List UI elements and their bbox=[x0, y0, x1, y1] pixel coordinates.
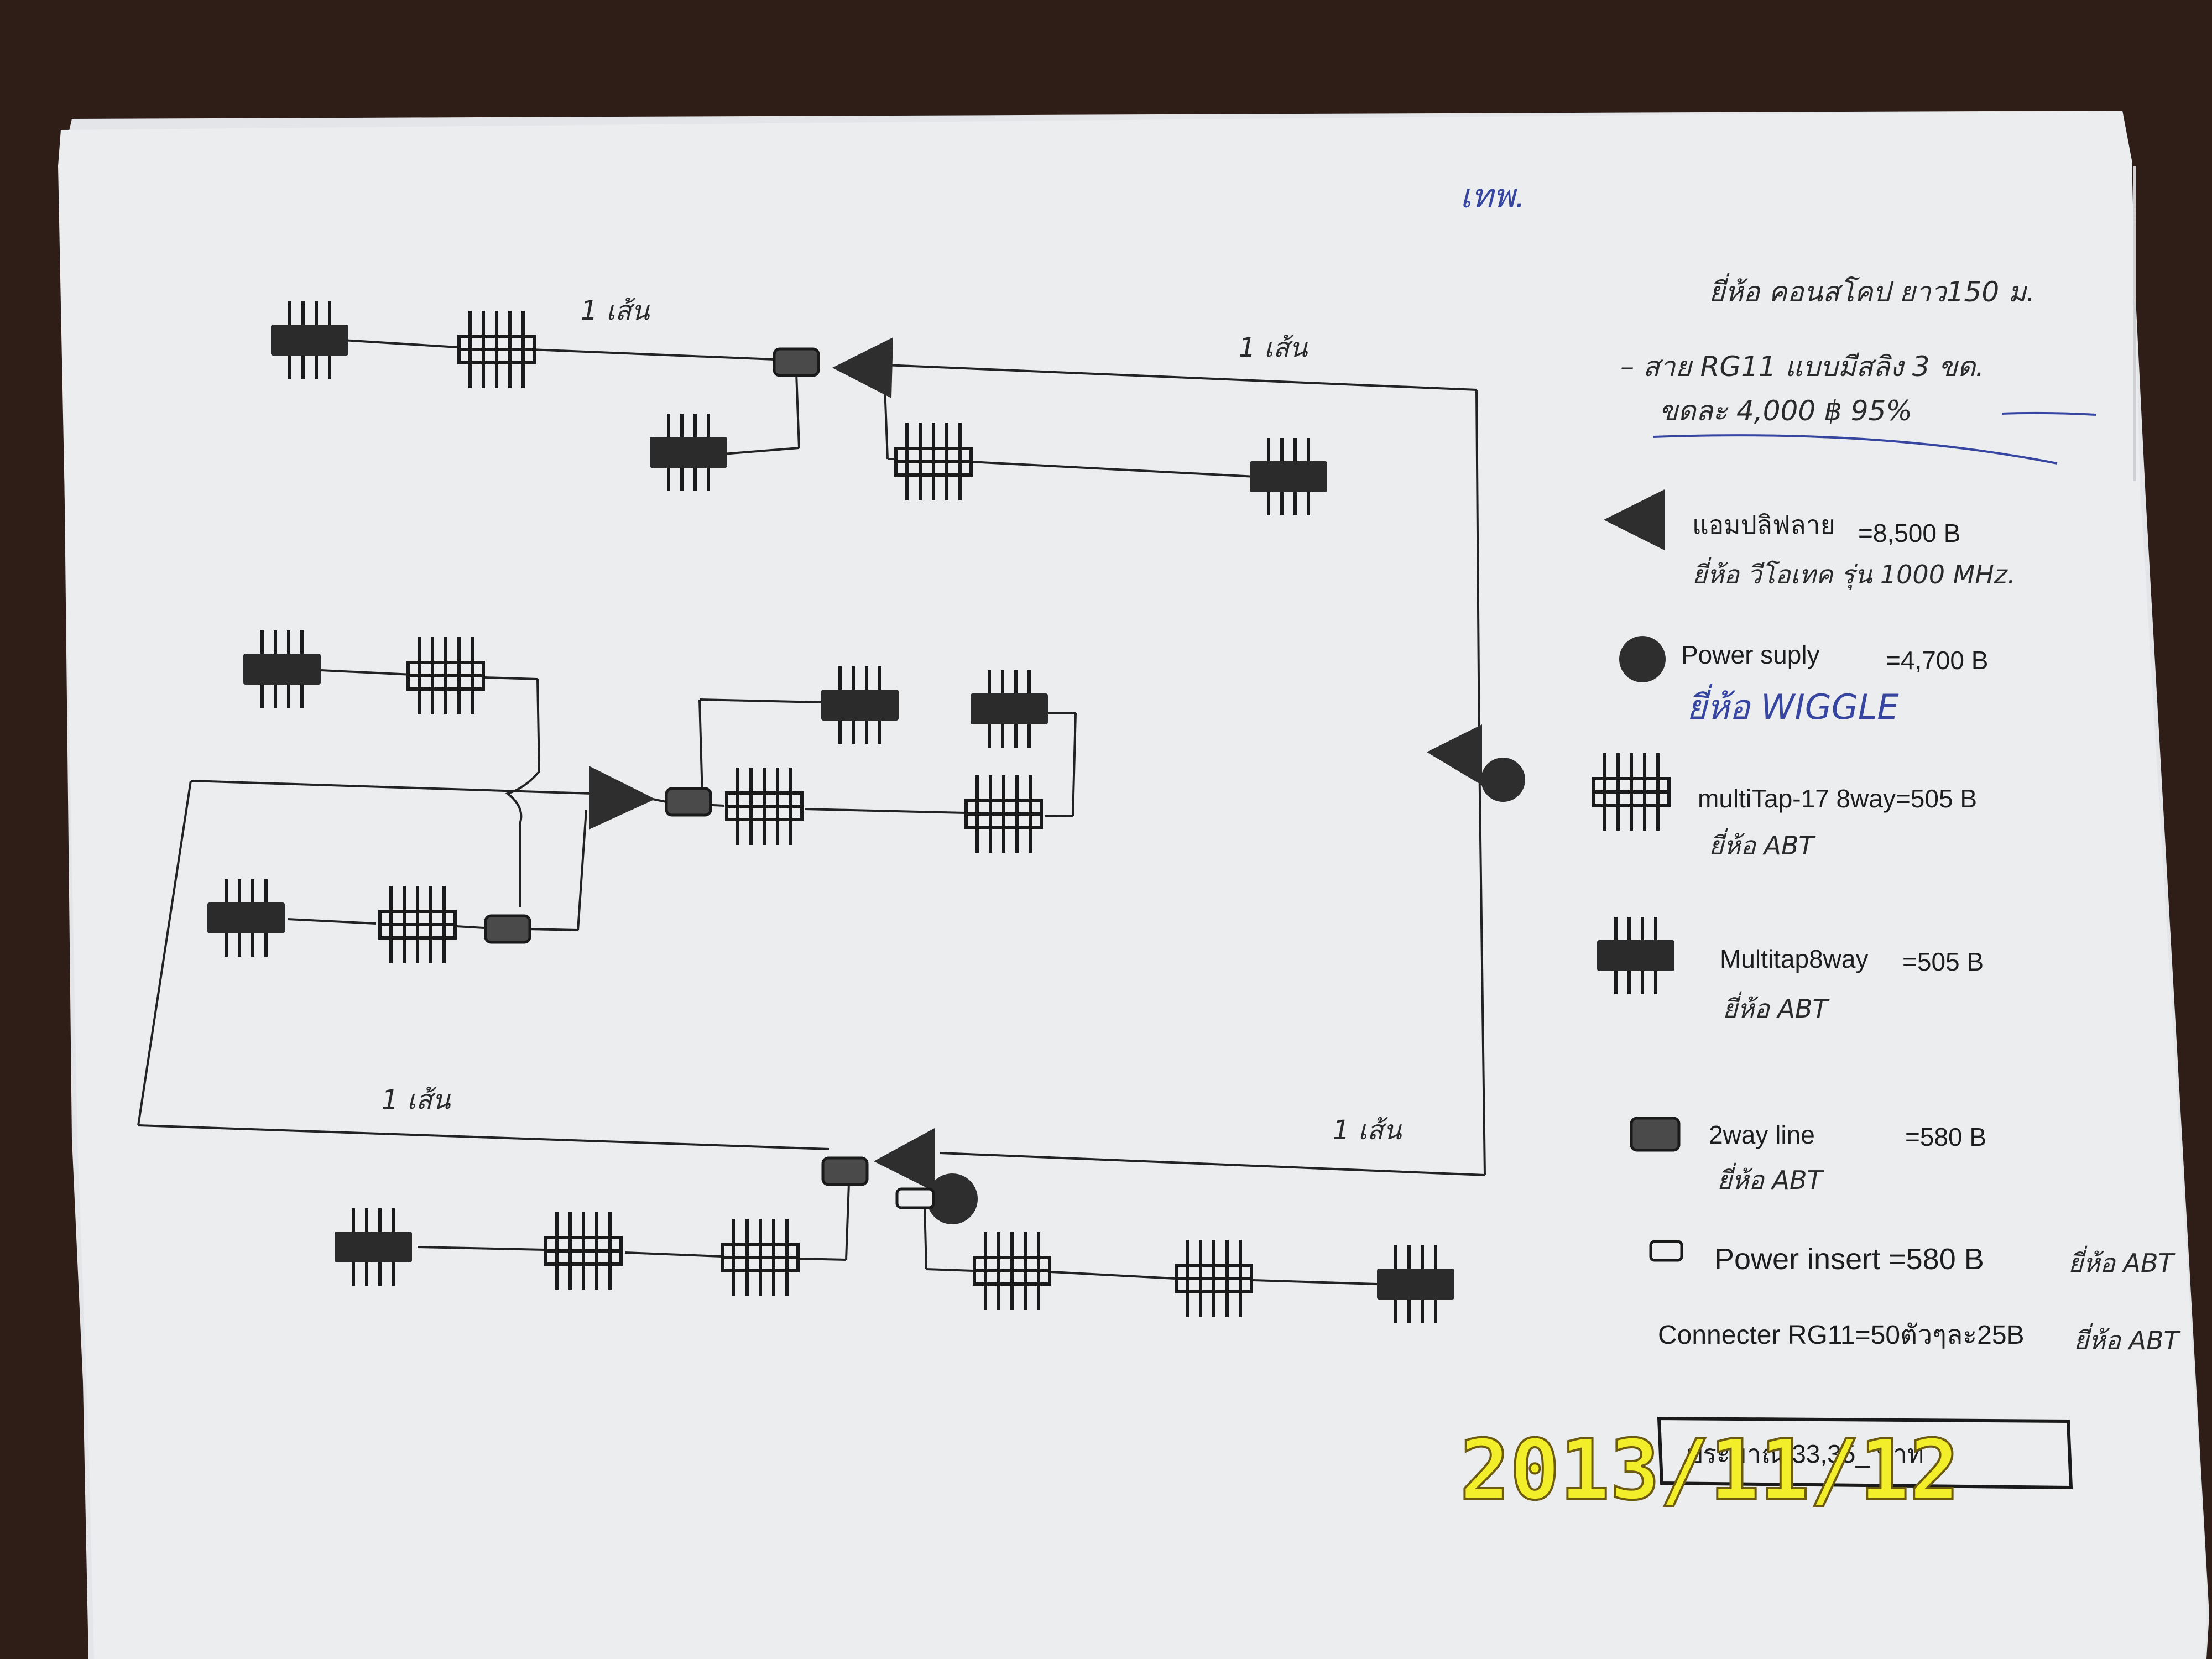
header-note: เทพ. bbox=[1460, 177, 1526, 216]
spec-note: ยี่ห้อ คอนสโคป ยาว150 ม. – สาย RG11 แบบม… bbox=[1620, 273, 2096, 465]
multitap-17-symbol bbox=[546, 1212, 621, 1290]
segment-label: 1 เส้น bbox=[1333, 1115, 1402, 1146]
legend-note: ยี่ห้อ วีโอเทค รุ่น 1000 MHz. bbox=[1692, 557, 2016, 590]
multitap-17-symbol bbox=[408, 637, 483, 714]
legend: แอมปลิฟลาย =8,500 B ยี่ห้อ วีโอเทค รุ่น … bbox=[1594, 489, 2182, 1355]
multitap-17-symbol bbox=[966, 775, 1041, 853]
segment-label: 1 เส้น bbox=[1239, 332, 1308, 363]
legend-price: =580 B bbox=[1905, 1123, 1986, 1151]
legend-note: ยี่ห้อ ABT bbox=[1717, 1162, 1825, 1195]
amplifier-symbol bbox=[1427, 724, 1482, 785]
legend-label: Power suply bbox=[1681, 640, 1820, 669]
multitap-17-symbol bbox=[896, 423, 971, 500]
legend-label: แอมปลิฟลาย bbox=[1692, 510, 1835, 539]
legend-label: Power insert =580 B bbox=[1714, 1243, 1984, 1276]
spec-note-line-1: ยี่ห้อ คอนสโคป ยาว150 ม. bbox=[1709, 273, 2035, 308]
two-way-splitter-symbol bbox=[486, 916, 530, 942]
spec-note-line-2: – สาย RG11 แบบมีสลิง 3 ขด. bbox=[1620, 351, 1984, 383]
spec-note-line-3: ขดละ 4,000 ฿ 95% bbox=[1659, 395, 1912, 427]
multitap-17-symbol bbox=[459, 311, 534, 388]
amplifier-symbol bbox=[589, 766, 655, 830]
segment-label: 1 เส้น bbox=[382, 1084, 451, 1115]
total-box: ประมาณ 33,35_ บาท bbox=[1657, 1416, 2073, 1490]
segment-label: 1 เส้น bbox=[581, 295, 650, 326]
legend-price: =505 B bbox=[1902, 947, 1984, 976]
legend-note: ยี่ห้อ WIGGLE bbox=[1687, 684, 1899, 727]
total-box-text: ประมาณ 33,35_ บาท bbox=[1687, 1439, 1924, 1468]
two-way-splitter-symbol bbox=[666, 789, 711, 815]
legend-label: Multitap8way bbox=[1720, 945, 1868, 973]
multitap-17-icon bbox=[1594, 753, 1669, 831]
diagram-devices bbox=[207, 301, 1525, 1323]
amplifier-icon bbox=[1604, 489, 1665, 550]
two-way-line-icon bbox=[1630, 1117, 1681, 1152]
wiring bbox=[137, 339, 1486, 1285]
multitap-17-symbol bbox=[974, 1232, 1050, 1310]
two-way-splitter-symbol bbox=[774, 349, 818, 375]
legend-note: ยี่ห้อ ABT bbox=[1723, 991, 1830, 1024]
multitap-17-symbol bbox=[380, 886, 455, 963]
legend-price: =8,500 B bbox=[1858, 519, 1960, 547]
legend-price: =4,700 B bbox=[1886, 646, 1988, 675]
date-stamp: 2013/11/12 bbox=[1460, 1422, 1959, 1519]
legend-note: ยี่ห้อ ABT bbox=[1709, 828, 1817, 860]
legend-note: ยี่ห้อ ABT bbox=[2068, 1245, 2176, 1278]
multitap-17-symbol bbox=[723, 1219, 798, 1296]
connector-note: ยี่ห้อ ABT bbox=[2074, 1323, 2182, 1355]
power-supply-symbol bbox=[927, 1173, 978, 1224]
multitap-17-symbol bbox=[727, 768, 802, 845]
legend-label: 2way line bbox=[1709, 1120, 1815, 1149]
amplifier-symbol bbox=[874, 1128, 935, 1192]
amplifier-symbol bbox=[832, 337, 893, 398]
two-way-splitter-symbol bbox=[823, 1158, 867, 1185]
multitap-17-symbol bbox=[1176, 1240, 1251, 1317]
power-supply-icon bbox=[1619, 636, 1666, 682]
power-insert-icon bbox=[1649, 1240, 1683, 1262]
connector-label: Connecter RG11=50ตัวๆละ25B bbox=[1658, 1321, 2025, 1350]
power-insert-symbol bbox=[895, 1187, 935, 1209]
power-supply-symbol bbox=[1481, 758, 1525, 802]
segment-labels: 1 เส้น 1 เส้น 1 เส้น 1 เส้น bbox=[382, 295, 1402, 1146]
legend-label: multiTap-17 8way=505 B bbox=[1698, 784, 1977, 813]
